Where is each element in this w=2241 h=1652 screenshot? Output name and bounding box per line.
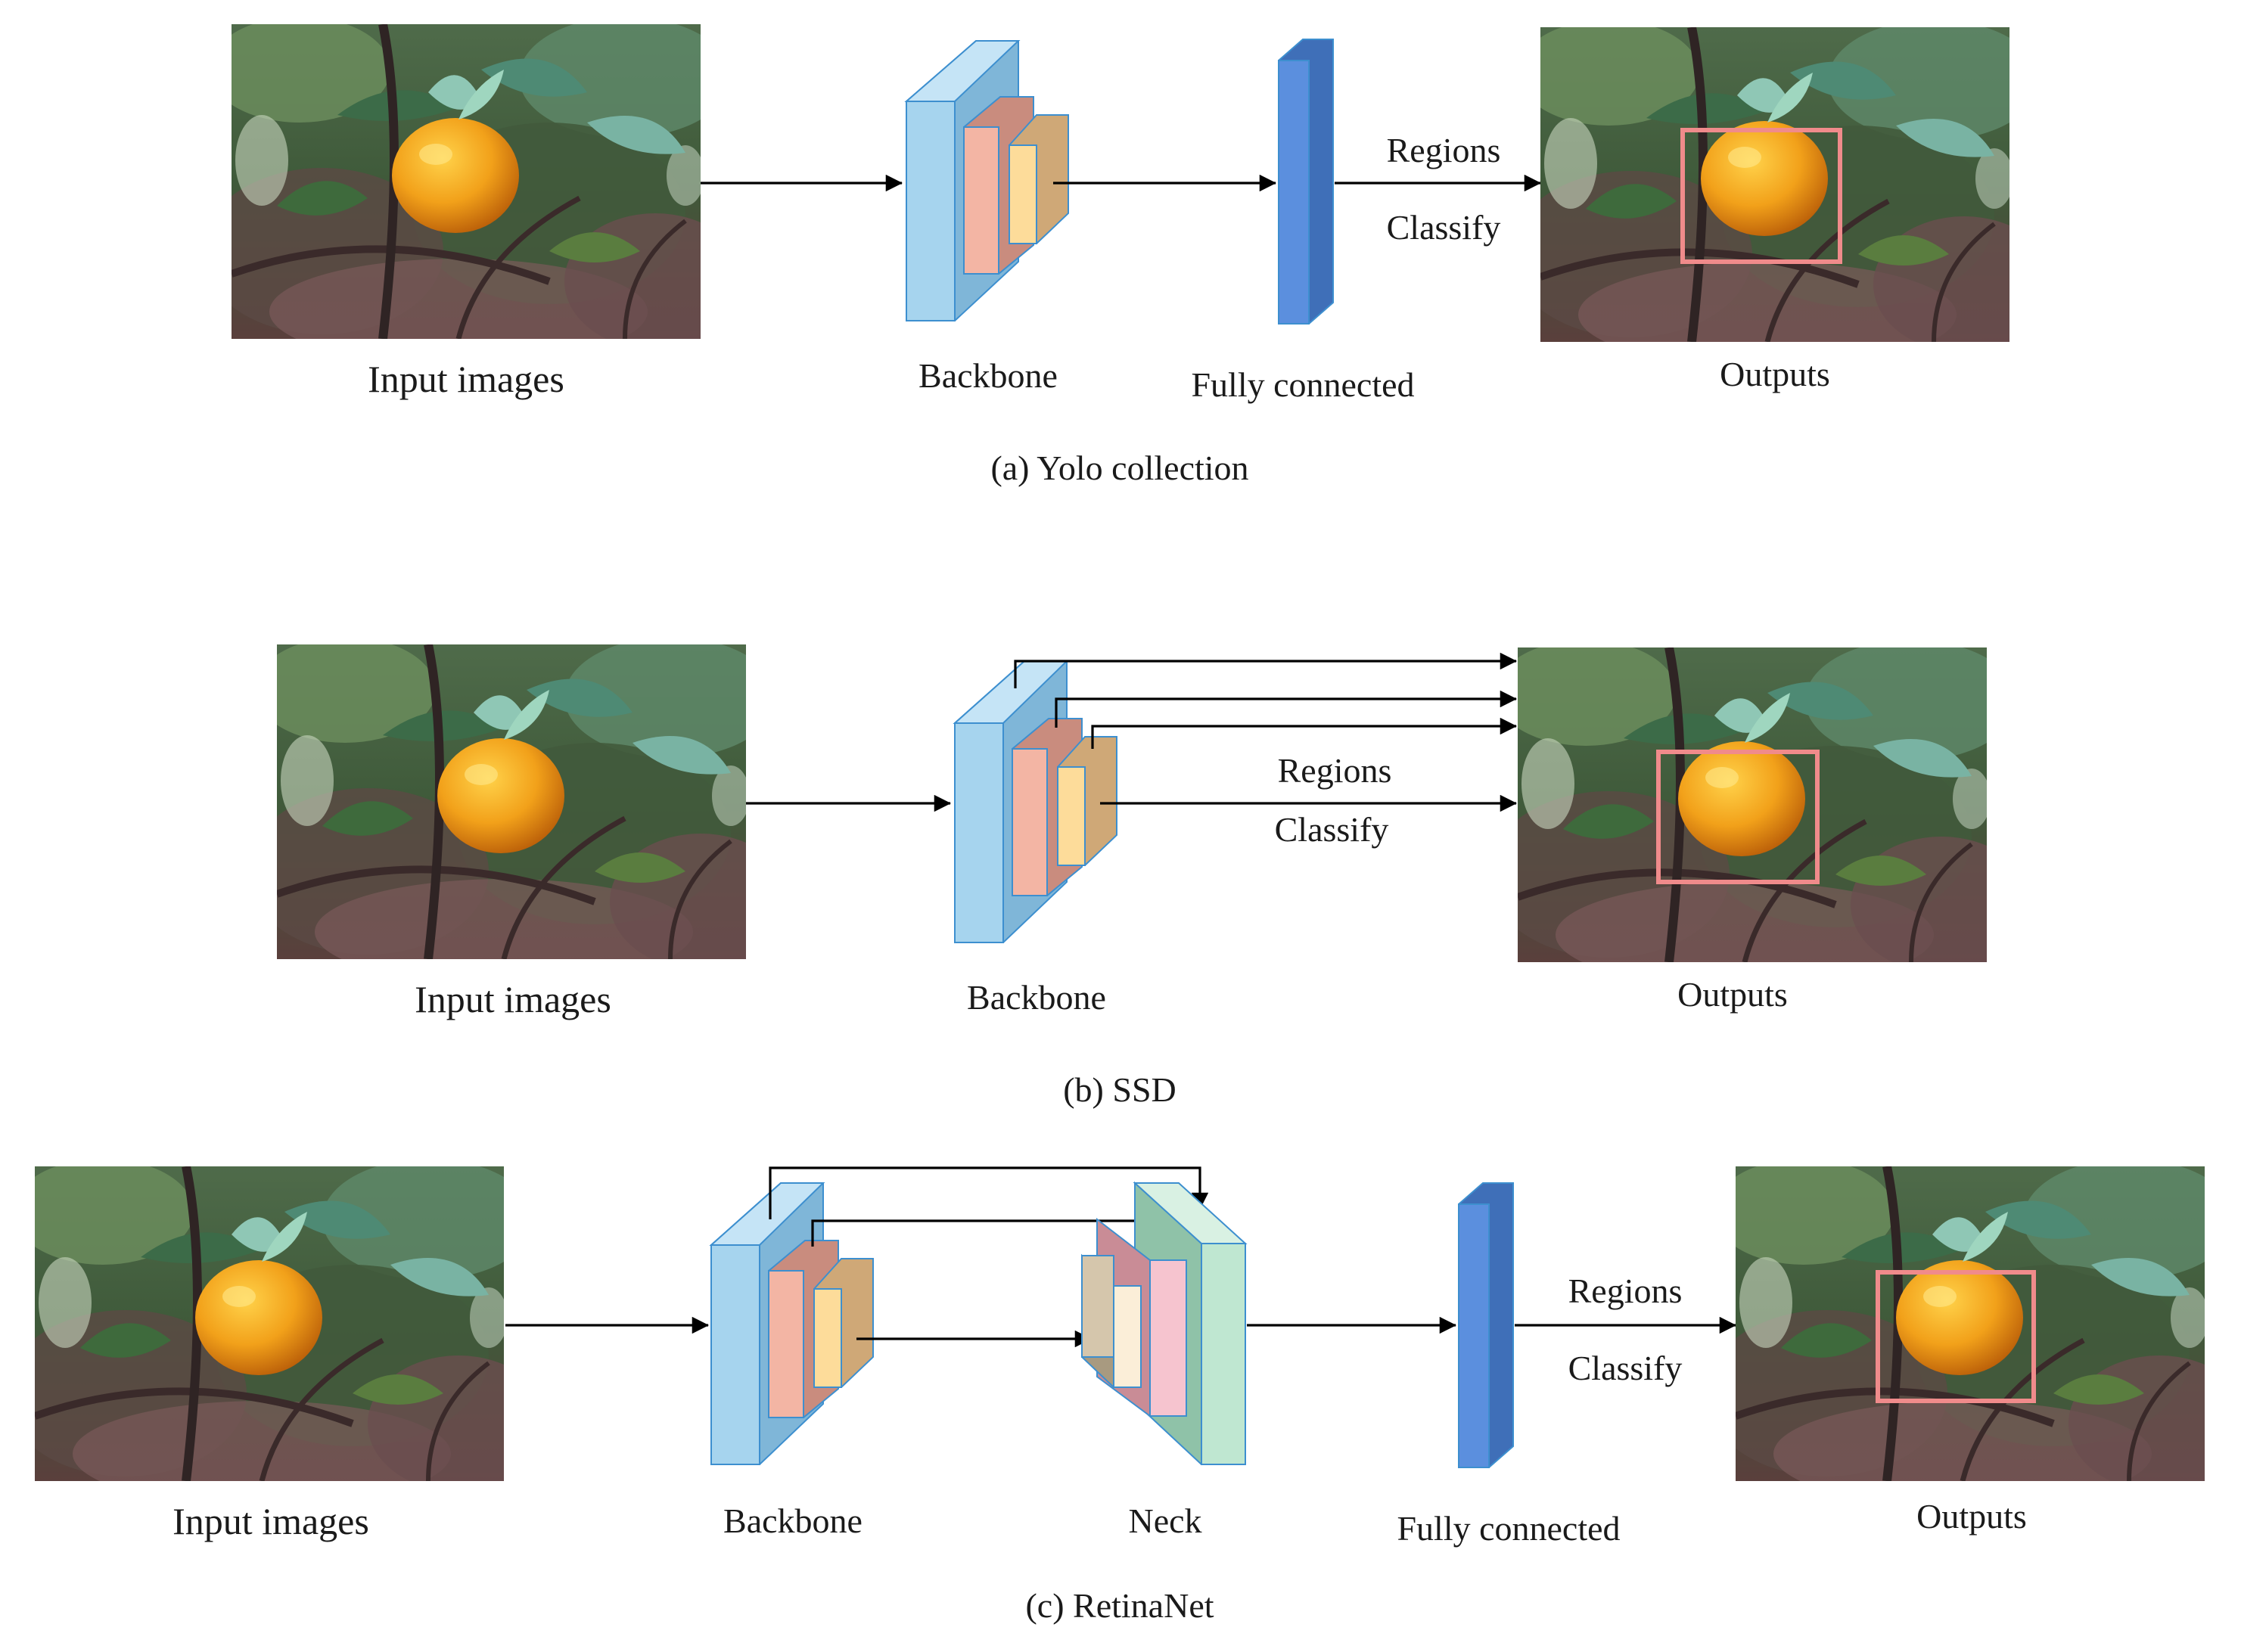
input-images-label: Input images xyxy=(173,1500,369,1542)
arrow-scale-1 xyxy=(1014,652,1518,688)
regions-label: Regions xyxy=(1568,1272,1683,1310)
input-images-label: Input images xyxy=(368,358,564,400)
fully-connected-block xyxy=(1458,1182,1514,1468)
input-image-photo xyxy=(5,1159,549,1507)
outputs-label: Outputs xyxy=(1720,355,1830,393)
arrow-scale-2 xyxy=(1055,690,1518,728)
input-images-label: Input images xyxy=(415,978,611,1020)
regions-label: Regions xyxy=(1278,751,1392,790)
neck-label: Neck xyxy=(1128,1501,1201,1540)
output-image-photo xyxy=(1487,640,2032,988)
outputs-label: Outputs xyxy=(1677,975,1788,1014)
backbone-label: Backbone xyxy=(918,356,1058,395)
backbone-block xyxy=(953,660,1117,943)
panel-retinanet: Input images Backbone Neck xyxy=(5,1159,2241,1625)
fully-connected-label: Fully connected xyxy=(1191,365,1414,404)
classify-label: Classify xyxy=(1568,1349,1683,1387)
output-image-photo xyxy=(1705,1159,2241,1507)
outputs-label: Outputs xyxy=(1916,1497,2027,1536)
panel-caption: (c) RetinaNet xyxy=(1025,1586,1214,1625)
classify-label: Classify xyxy=(1387,208,1501,247)
input-image-photo xyxy=(201,17,746,365)
backbone-block xyxy=(709,1182,874,1465)
arrow-skip-top xyxy=(769,1166,1209,1219)
arrow-scale-3 xyxy=(1091,717,1518,749)
panel-caption: (b) SSD xyxy=(1063,1070,1176,1109)
backbone-block xyxy=(904,40,1069,321)
output-image-photo xyxy=(1510,20,2055,368)
panel-yolo: Input images Backbone Fully connected Re… xyxy=(201,17,2055,487)
backbone-label: Backbone xyxy=(723,1501,863,1540)
arrow-skip-middle xyxy=(811,1219,1155,1254)
fully-connected-label: Fully connected xyxy=(1397,1509,1620,1548)
neck-block xyxy=(1081,1181,1248,1465)
classify-label: Classify xyxy=(1275,810,1389,849)
fully-connected-block xyxy=(1278,39,1334,324)
bounding-box-icon xyxy=(1876,1270,2036,1403)
panel-ssd: Input images Backbone Regions Classify O… xyxy=(247,637,2032,1109)
bounding-box-icon xyxy=(1680,128,1842,264)
input-image-photo xyxy=(247,637,791,985)
regions-label: Regions xyxy=(1387,131,1501,169)
panel-caption: (a) Yolo collection xyxy=(990,449,1248,487)
backbone-label: Backbone xyxy=(967,978,1106,1017)
bounding-box-icon xyxy=(1656,750,1820,884)
